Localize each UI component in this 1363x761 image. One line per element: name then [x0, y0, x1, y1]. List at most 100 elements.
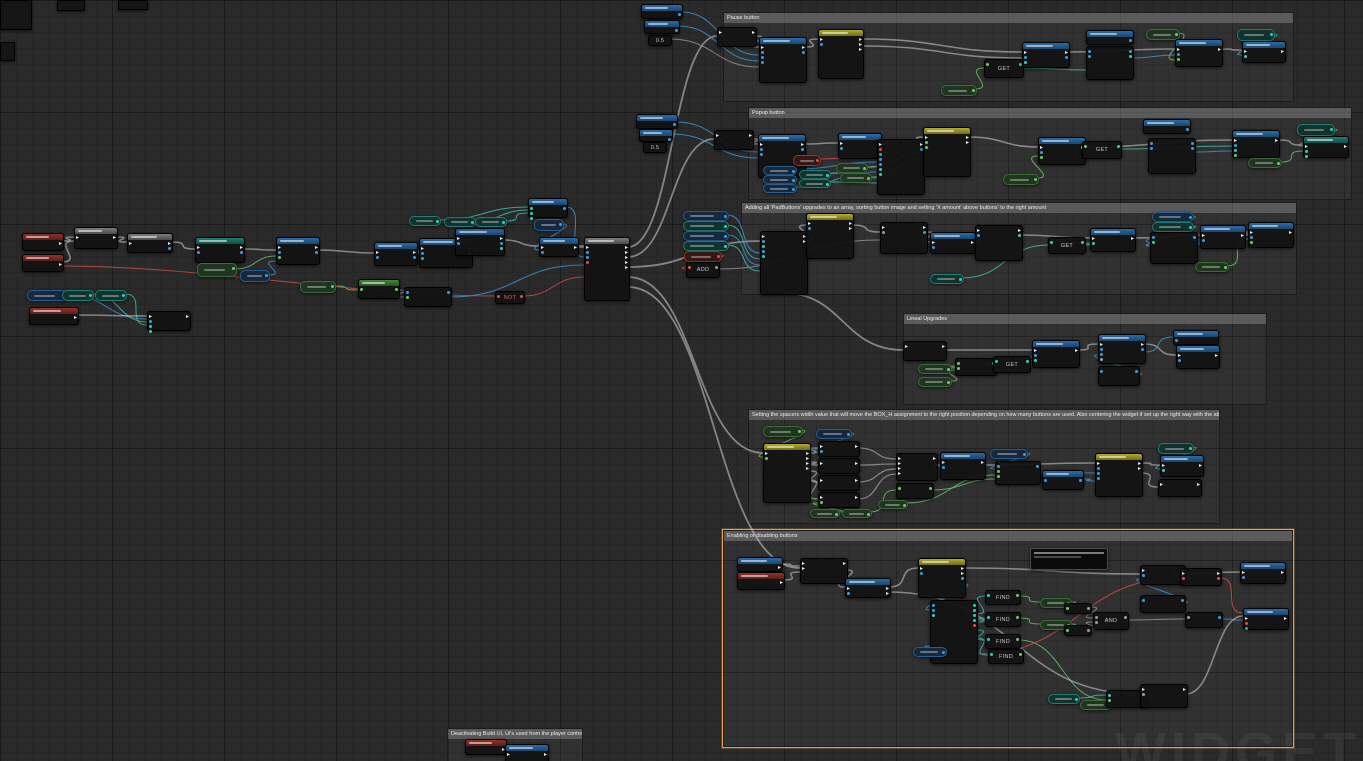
variable-pill[interactable] — [1248, 158, 1282, 168]
variable-pill[interactable] — [930, 274, 964, 284]
function-node[interactable] — [1090, 228, 1136, 252]
operator-node[interactable] — [818, 492, 860, 508]
select-node[interactable] — [763, 443, 811, 503]
operator-node[interactable] — [717, 27, 757, 47]
variable-pill[interactable] — [62, 290, 94, 301]
operator-node[interactable]: ADD — [686, 262, 720, 278]
function-node[interactable] — [1248, 222, 1294, 248]
comment-title[interactable]: Pause button — [724, 13, 1293, 23]
comment-title[interactable]: Deactivating Build UI, Ui's used from th… — [448, 729, 582, 739]
function-node[interactable] — [1176, 345, 1220, 369]
function-node[interactable] — [1032, 340, 1080, 368]
operator-node[interactable] — [1185, 612, 1223, 628]
cast-node[interactable] — [195, 237, 245, 263]
operator-node[interactable]: GET — [1082, 141, 1122, 159]
select-node[interactable] — [918, 558, 966, 598]
variable-pill[interactable] — [1237, 29, 1275, 41]
macro-node[interactable] — [74, 227, 118, 249]
operator-node[interactable] — [1148, 138, 1196, 174]
variable-pill[interactable] — [1146, 29, 1180, 40]
operator-node[interactable]: GET — [1048, 237, 1086, 254]
variable-pill[interactable] — [27, 290, 67, 301]
event-node[interactable] — [465, 739, 507, 755]
function-node[interactable] — [455, 228, 505, 256]
function-node[interactable] — [1240, 562, 1286, 584]
operator-node[interactable] — [995, 461, 1041, 485]
event-node[interactable] — [29, 307, 79, 325]
operator-node[interactable]: AND — [1093, 612, 1129, 630]
operator-node[interactable] — [1140, 684, 1188, 708]
variable-pill[interactable] — [683, 241, 729, 251]
function-node[interactable] — [374, 242, 418, 266]
variable-pill[interactable] — [990, 449, 1028, 459]
variable-pill[interactable] — [763, 184, 797, 193]
operator-node[interactable] — [1150, 232, 1198, 264]
operator-node[interactable]: FIND — [985, 612, 1021, 627]
variable-pill[interactable] — [816, 429, 852, 439]
function-node[interactable] — [505, 744, 549, 761]
operator-node[interactable] — [147, 311, 191, 331]
variable-pill[interactable] — [1297, 124, 1335, 136]
function-node[interactable] — [644, 20, 680, 34]
operator-node[interactable]: NOT — [495, 291, 525, 304]
comment-title[interactable]: Popup button — [749, 108, 1351, 118]
operator-node[interactable] — [877, 139, 925, 195]
pure-node[interactable] — [358, 279, 400, 299]
function-node[interactable] — [930, 232, 976, 254]
variable-pill[interactable] — [197, 263, 237, 277]
comment-title[interactable]: Adding all 'PadButtons' upgrades to an a… — [742, 203, 1296, 213]
operator-node[interactable] — [1180, 568, 1222, 586]
operator-node[interactable]: GET — [993, 356, 1031, 373]
operator-node[interactable] — [1140, 595, 1186, 613]
function-node[interactable] — [641, 4, 683, 19]
variable-pill[interactable] — [683, 231, 729, 241]
function-node[interactable] — [1200, 225, 1246, 249]
variable-pill[interactable] — [1158, 443, 1194, 454]
variable-pill[interactable] — [1195, 262, 1229, 272]
comment-title[interactable]: Setting the spacers width value that wil… — [749, 410, 1219, 420]
variable-pill[interactable] — [763, 426, 803, 437]
operator-node[interactable] — [975, 225, 1023, 261]
comment-title[interactable]: Enabling or disabling buttons — [724, 531, 1292, 541]
offscreen-node[interactable] — [57, 0, 85, 11]
operator-node[interactable] — [760, 231, 808, 295]
operator-node[interactable]: GET — [984, 59, 1024, 78]
operator-node[interactable] — [818, 458, 860, 474]
variable-pill[interactable] — [300, 281, 336, 293]
operator-node[interactable] — [1098, 366, 1140, 386]
function-node[interactable] — [639, 129, 673, 142]
operator-node[interactable]: 0.5 — [643, 142, 667, 153]
variable-pill[interactable] — [799, 179, 831, 188]
function-node[interactable] — [838, 133, 882, 159]
function-node[interactable] — [1038, 137, 1086, 165]
operator-node[interactable]: 0.5 — [648, 35, 672, 46]
function-node[interactable] — [1232, 130, 1280, 158]
function-node[interactable] — [1143, 119, 1191, 134]
function-node[interactable] — [737, 557, 783, 572]
variable-pill[interactable] — [941, 85, 977, 96]
variable-pill[interactable] — [842, 509, 872, 518]
function-node[interactable] — [636, 114, 678, 129]
function-node[interactable] — [940, 452, 986, 480]
variable-pill[interactable] — [1152, 222, 1194, 232]
variable-pill[interactable] — [913, 647, 947, 657]
note-box[interactable] — [1030, 548, 1108, 570]
operator-node[interactable]: FIND — [985, 590, 1021, 605]
function-node[interactable] — [1175, 39, 1223, 67]
function-node[interactable] — [1243, 608, 1289, 630]
event-node[interactable] — [737, 572, 785, 590]
variable-pill[interactable] — [683, 221, 729, 231]
function-node[interactable] — [1086, 30, 1134, 45]
variable-pill[interactable] — [444, 217, 476, 227]
function-node[interactable] — [1098, 334, 1146, 364]
function-node[interactable] — [1042, 470, 1084, 490]
variable-pill[interactable] — [1003, 174, 1039, 185]
variable-pill[interactable] — [836, 163, 868, 173]
function-node[interactable] — [1160, 455, 1204, 477]
operator-node[interactable] — [714, 130, 754, 150]
select-node[interactable] — [1095, 453, 1143, 497]
comment-title[interactable]: Lineal Upgrades — [904, 314, 1266, 324]
select-node[interactable] — [923, 127, 971, 177]
operator-node[interactable] — [903, 341, 947, 361]
